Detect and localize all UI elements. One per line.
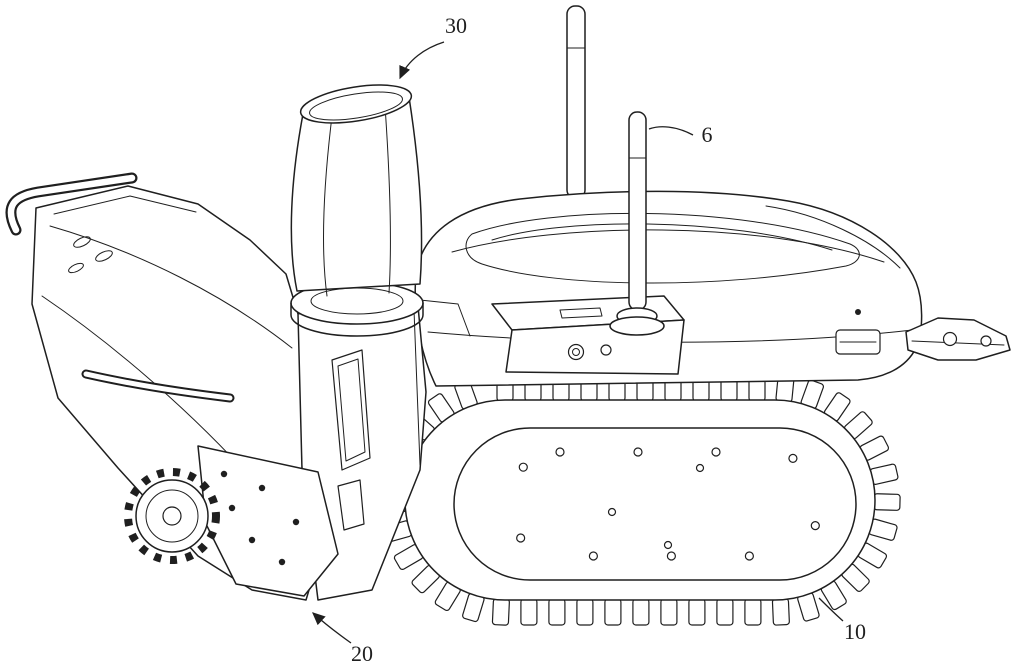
pod-slot	[559, 307, 603, 319]
handle-loop-inner	[7, 174, 136, 234]
wheel-hub	[162, 506, 182, 526]
chute-funnel	[290, 96, 423, 292]
camera-lens-icon	[567, 343, 585, 361]
track-sidewall	[453, 427, 857, 581]
leader-chute	[399, 41, 445, 80]
ref-label-track: 10	[844, 619, 866, 644]
plate-bolt	[278, 558, 286, 566]
chute-base-rim	[290, 302, 424, 337]
front-attachment	[5, 172, 339, 601]
tower-slot	[337, 479, 365, 531]
camera-lens-small	[600, 344, 612, 356]
antenna-tall	[566, 5, 586, 199]
ref-label-housing: 20	[351, 641, 373, 664]
body-hatch-inner	[491, 223, 833, 251]
body-front-step	[419, 299, 471, 337]
housing-slot	[68, 262, 84, 274]
front-wheel	[124, 468, 220, 564]
housing-slot	[95, 250, 113, 262]
sensor-pod	[491, 295, 685, 375]
wheel-lugs	[124, 468, 220, 564]
antenna-labeled	[609, 111, 665, 336]
wheel-inner	[145, 489, 199, 543]
leader-antenna	[648, 126, 694, 136]
bracket-hole	[942, 331, 958, 347]
track-assembly	[379, 374, 901, 626]
body-top-seam	[451, 229, 885, 263]
track-bolt	[607, 507, 617, 517]
discharge-chute	[290, 84, 424, 337]
antenna-mount	[609, 316, 665, 336]
reference-annotations: 30 6 20 10	[312, 13, 866, 664]
housing-top-inner	[53, 195, 197, 215]
handle-bar-inner	[83, 371, 233, 401]
chute-seam-left	[323, 115, 333, 297]
antenna-pole	[628, 111, 647, 311]
chute-seam-right	[384, 105, 391, 294]
rear-bracket	[905, 317, 1011, 361]
plate-bolt	[228, 504, 236, 512]
tower-window	[331, 349, 371, 471]
bracket-hole	[980, 335, 992, 347]
plate-bolt	[248, 536, 256, 544]
tower-edge	[413, 309, 421, 466]
antenna-tall-pole	[566, 5, 586, 199]
chute-top-opening	[299, 84, 413, 124]
body-rear-seam	[765, 205, 901, 269]
ref-label-antenna: 6	[702, 122, 713, 147]
tower-window-inner	[337, 358, 366, 462]
leader-housing	[312, 612, 352, 644]
track-bolt	[695, 463, 705, 473]
plate-bolt	[292, 518, 300, 526]
housing-slot	[73, 236, 91, 248]
chute-top-inner	[309, 91, 403, 121]
rear-rivet	[855, 309, 861, 315]
camera-lens-inner	[572, 348, 580, 356]
plate-bolt	[258, 484, 266, 492]
track-bolts	[516, 447, 820, 561]
track-bolt	[663, 540, 673, 550]
ref-label-chute: 30	[445, 13, 467, 38]
leader-track	[818, 597, 844, 622]
bracket-plate	[905, 317, 1011, 361]
plate-bolt	[220, 470, 228, 478]
